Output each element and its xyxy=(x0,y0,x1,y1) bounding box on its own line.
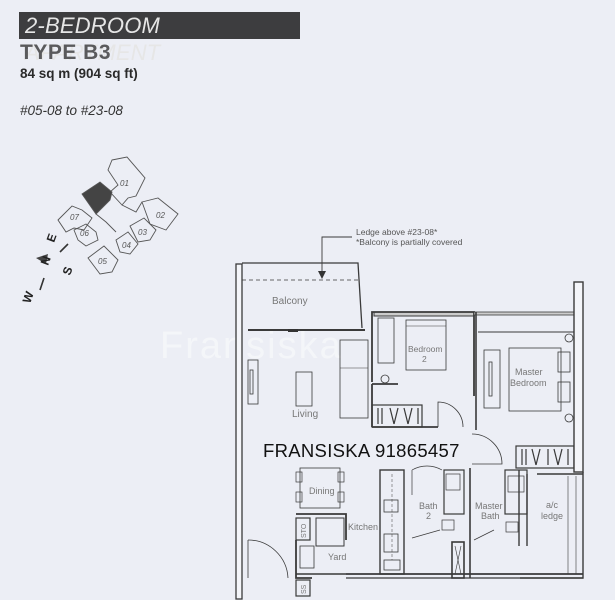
compass-icon xyxy=(36,243,69,291)
room-label-dining: Dining xyxy=(309,486,335,496)
unit-range: #05-08 to #23-08 xyxy=(20,103,123,118)
floor-plan xyxy=(235,236,584,600)
key-unit-07: 07 xyxy=(70,213,79,222)
key-unit-03: 03 xyxy=(138,228,147,237)
key-unit-04: 04 xyxy=(122,241,131,250)
room-label-ac-ledge: a/c xyxy=(546,500,559,510)
key-unit-01: 01 xyxy=(120,179,129,188)
room-label-master-bath: Master xyxy=(475,501,503,511)
balcony-cover-note: *Balcony is partially covered xyxy=(356,237,463,247)
unit-type-title: TYPE B3 xyxy=(20,41,112,64)
highlighted-unit-icon xyxy=(81,181,113,215)
room-label-kitchen: Kitchen xyxy=(348,522,378,532)
room-label-ac-ledge-2: ledge xyxy=(541,511,563,521)
compass-west-label: W xyxy=(20,289,37,305)
unit-category-banner: 2-BEDROOM APARTMENT xyxy=(19,12,300,65)
key-unit-02: 02 xyxy=(156,211,165,220)
key-plan xyxy=(57,156,179,275)
compass-east-label: E xyxy=(44,232,60,244)
key-unit-05: 05 xyxy=(98,257,107,266)
room-label-ss: SS xyxy=(301,584,308,594)
key-unit-06: 06 xyxy=(80,229,89,238)
agent-contact: FRANSISKA 91865457 xyxy=(263,440,460,461)
room-label-master-bath-2: Bath xyxy=(481,511,500,521)
compass-south-label: S xyxy=(60,265,76,277)
room-label-balcony: Balcony xyxy=(272,296,308,307)
unit-area: 84 sq m (904 sq ft) xyxy=(20,66,138,81)
compass-north-label: N xyxy=(38,254,54,267)
room-label-yard: Yard xyxy=(328,552,346,562)
room-label-master-bedroom: Master xyxy=(515,367,543,377)
room-label-sto: STO xyxy=(301,523,308,538)
room-label-bedroom2: Bedroom xyxy=(408,344,443,354)
balcony-note: Ledge above #23-08* *Balcony is partiall… xyxy=(356,227,462,247)
room-label-bedroom2-number: 2 xyxy=(422,354,427,364)
room-label-living: Living xyxy=(292,409,318,420)
room-label-master-bedroom-2: Bedroom xyxy=(510,378,547,388)
ledge-note: Ledge above #23-08* xyxy=(356,227,438,237)
room-label-bath2-number: 2 xyxy=(426,511,431,521)
room-label-bath2: Bath xyxy=(419,501,438,511)
